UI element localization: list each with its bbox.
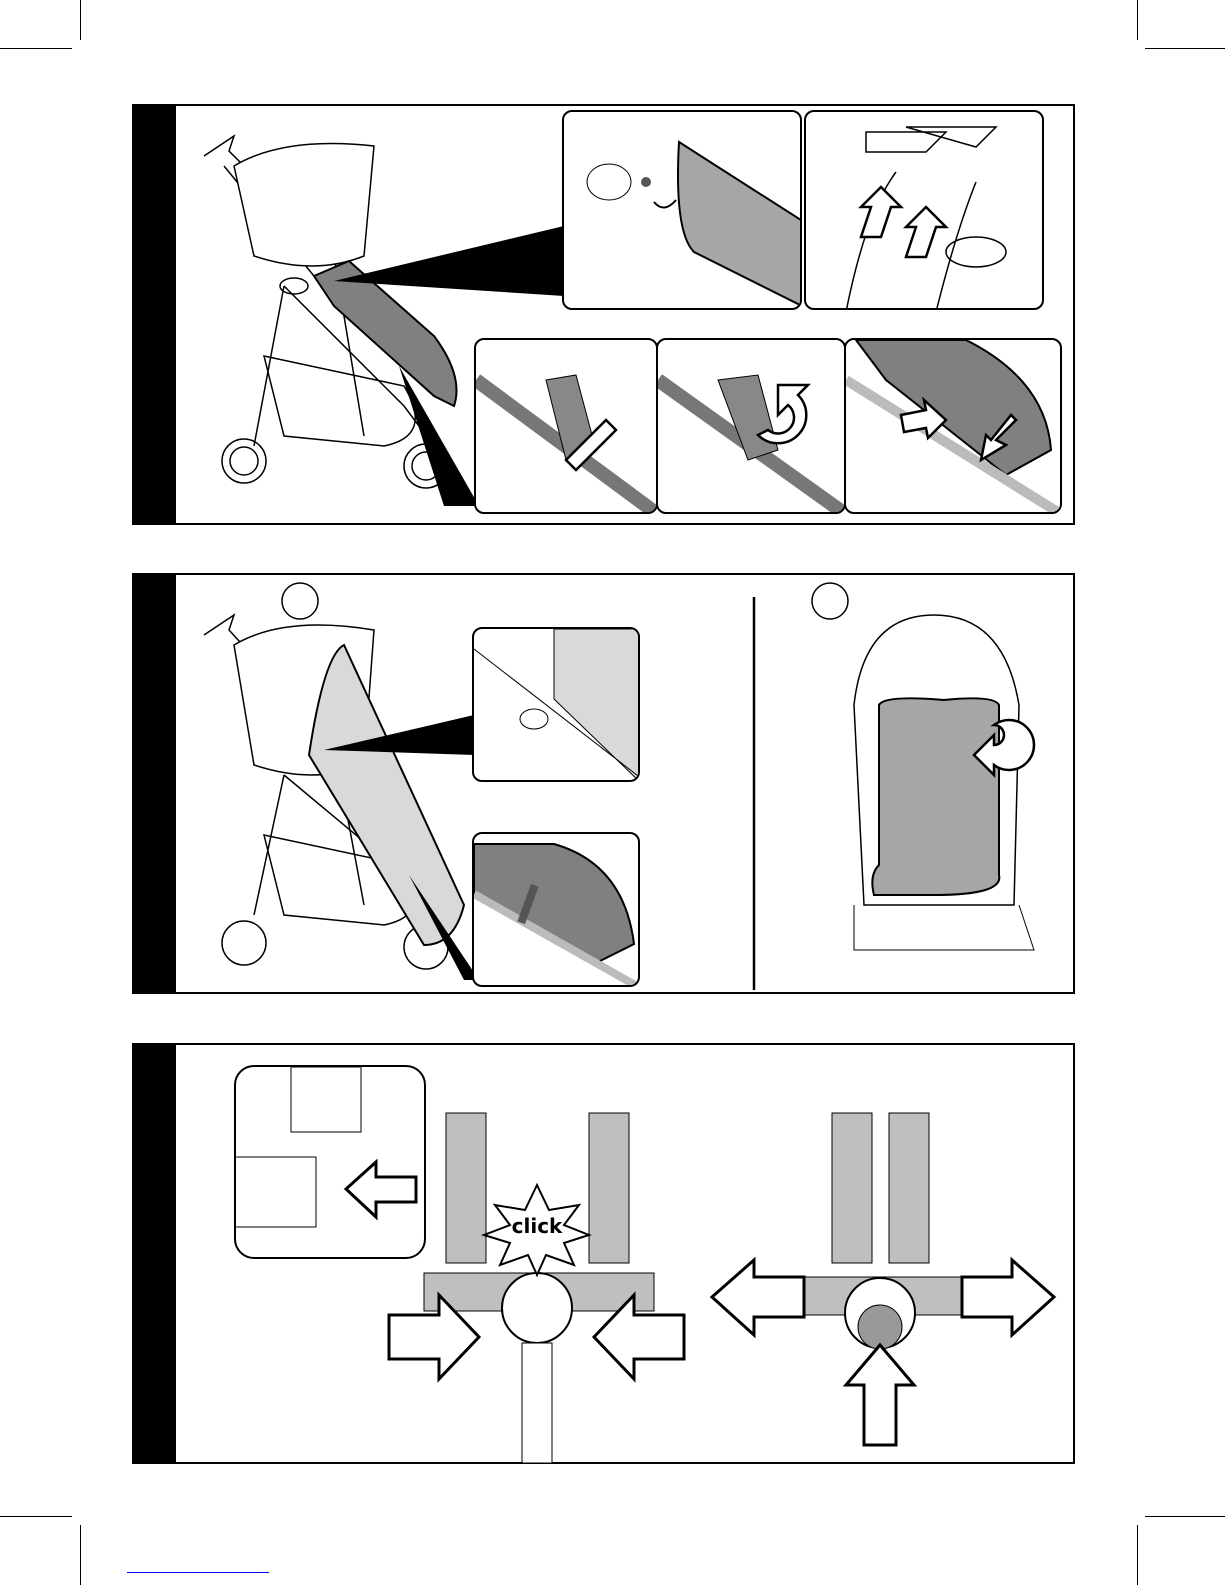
crop-mark: [0, 48, 72, 49]
inset-clip-step-2: [656, 338, 846, 514]
zoom-callout: [334, 226, 564, 296]
up-arrow-icon: [857, 185, 905, 239]
inset-canopy-hinge: [472, 627, 640, 782]
step-2-panel: [132, 573, 1075, 994]
zoom-callout: [399, 366, 479, 506]
left-arrow-icon: [343, 1158, 418, 1221]
inset-buckle-insert: [234, 1065, 426, 1259]
step-marker-bar: [134, 106, 176, 523]
crop-mark: [80, 0, 81, 40]
rotate-arrow-icon: [972, 718, 1036, 779]
harness-buckle-illustration: click: [387, 1112, 1057, 1464]
inset-canopy-clip: [562, 110, 802, 310]
rotate-arrow-icon: [755, 383, 812, 445]
inset-canopy-clip: [472, 832, 640, 987]
sub-step-b-marker: [811, 582, 849, 620]
left-arrow-icon: [591, 1291, 686, 1383]
footer-link-underline: [127, 1572, 269, 1573]
right-arrow-icon: [960, 1256, 1057, 1339]
down-left-arrow-icon: [979, 413, 1018, 463]
crop-mark: [0, 1516, 72, 1517]
up-arrow-icon: [902, 205, 950, 259]
step-marker-bar: [134, 575, 176, 992]
up-arrow-icon: [842, 1342, 918, 1447]
click-burst-icon: [480, 1182, 592, 1278]
inset-clip-step-1: [474, 338, 658, 514]
step-marker-bar: [134, 1045, 176, 1462]
inset-handle-clips: [804, 110, 1044, 310]
click-text: click: [512, 1214, 563, 1238]
right-arrow-icon: [387, 1291, 482, 1383]
step-3-panel: click: [132, 1043, 1075, 1464]
seat-liner-illustration: [853, 614, 1036, 951]
step-1-panel: [132, 104, 1075, 525]
crop-mark: [1137, 0, 1138, 40]
crop-mark: [1137, 1525, 1138, 1585]
crop-mark: [1145, 48, 1225, 49]
stroller-canopy-removal-illustration: [203, 134, 564, 506]
inset-clip-step-3: [844, 338, 1062, 514]
crop-mark: [80, 1525, 81, 1585]
sub-step-a-marker: [281, 582, 319, 620]
stroller-canopy-attach-illustration: [203, 582, 1036, 990]
left-arrow-icon: [709, 1256, 806, 1339]
crop-mark: [1145, 1516, 1225, 1517]
double-arrow-icon: [564, 418, 618, 472]
rotate-arrow-icon: [653, 199, 677, 209]
right-arrow-icon: [899, 396, 948, 441]
